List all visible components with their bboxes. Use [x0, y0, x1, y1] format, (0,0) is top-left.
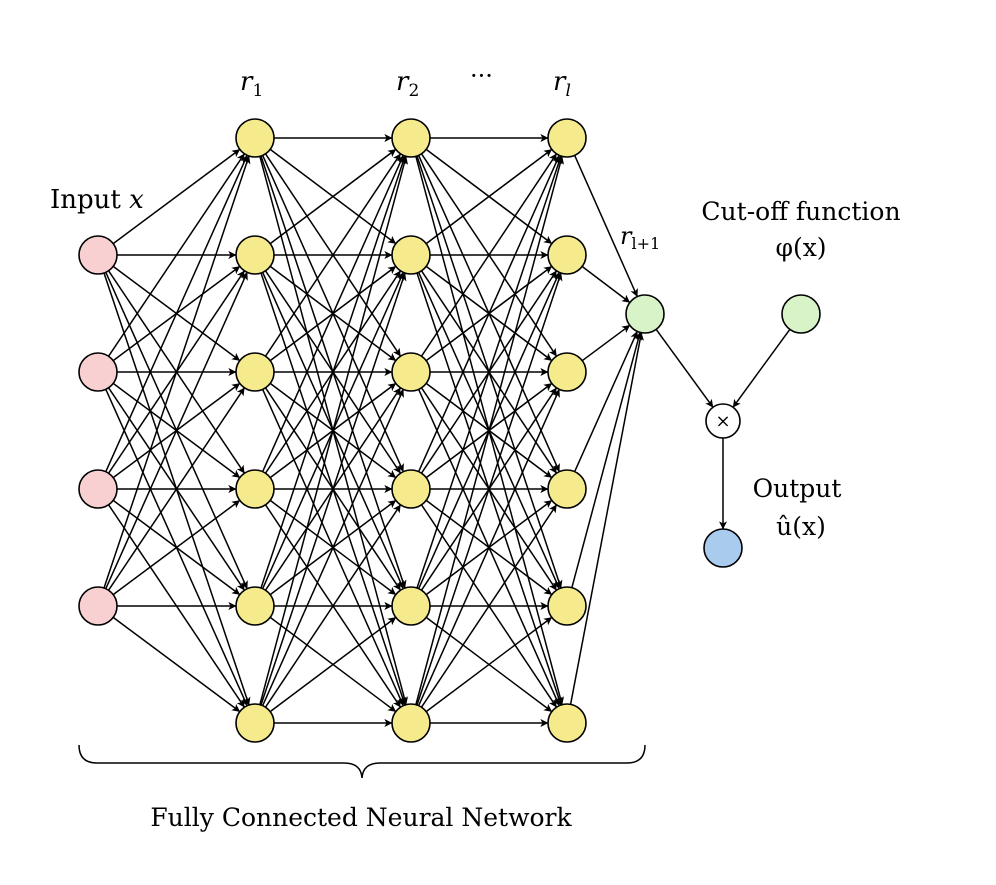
input-label: Input x: [50, 185, 144, 215]
edge-hidden-to-hidden: [259, 156, 409, 705]
hidden-node: [235, 118, 275, 158]
hidden-node: [391, 586, 431, 626]
edge-input-to-hidden: [107, 153, 246, 357]
edge-rl1-to-multiply: [655, 328, 714, 408]
layer-ellipsis: ···: [470, 62, 493, 90]
edge-hidden-to-hidden: [264, 153, 402, 357]
edge-input-to-hidden: [112, 616, 241, 713]
network-label: Fully Connected Neural Network: [150, 803, 572, 832]
edge-input-to-hidden: [105, 154, 248, 473]
edge-hidden-to-rl1: [581, 324, 631, 362]
edge-hidden-to-rl1: [571, 332, 643, 588]
hidden-node: [235, 352, 275, 392]
hidden-node: [391, 118, 431, 158]
multiply-node: [705, 403, 741, 439]
edge-hidden-to-hidden: [416, 155, 563, 589]
edge-hidden-to-hidden: [269, 616, 397, 713]
layer-l-label: rl: [553, 67, 571, 101]
edge-hidden-to-hidden: [418, 389, 560, 706]
edge-input-to-hidden: [103, 155, 251, 589]
input-node: [78, 586, 118, 626]
edge-hidden-to-rl1: [574, 331, 638, 472]
hidden-node: [547, 352, 587, 392]
edge-hidden-to-rl1: [569, 332, 644, 705]
hidden-node: [547, 469, 587, 509]
edge-input-to-hidden: [107, 387, 246, 591]
edge-input-to-hidden: [112, 499, 241, 596]
hidden-node: [391, 352, 431, 392]
edge-hidden-to-hidden: [264, 504, 402, 708]
cutoff-expression: φ(x): [775, 233, 826, 262]
hidden-node: [235, 235, 275, 275]
edge-cutoff-to-multiply: [732, 328, 791, 408]
edge-input-to-hidden: [112, 148, 241, 245]
output-node: [703, 528, 743, 568]
edge-hidden-to-hidden: [415, 156, 565, 705]
nodes: ×: [78, 118, 821, 743]
edge-hidden-to-hidden: [418, 155, 560, 472]
output-expression: û(x): [776, 512, 826, 541]
edge-hidden-to-hidden: [260, 155, 407, 589]
hidden-node: [235, 586, 275, 626]
hidden-node: [235, 469, 275, 509]
rl1-node: [625, 294, 665, 334]
edge-hidden-to-hidden: [262, 155, 404, 472]
input-node: [78, 235, 118, 275]
edge-hidden-to-rl1: [574, 155, 638, 297]
hidden-node: [547, 235, 587, 275]
edge-hidden-to-hidden: [425, 148, 553, 245]
layer-2-label: r2: [396, 67, 419, 101]
edge-hidden-to-hidden: [262, 389, 404, 706]
edge-hidden-to-rl1: [581, 265, 631, 304]
hidden-node: [391, 469, 431, 509]
cutoff-node: [781, 294, 821, 334]
connections: [103, 134, 791, 727]
hidden-node: [235, 703, 275, 743]
edge-hidden-to-hidden: [269, 148, 397, 245]
output-title: Output: [753, 474, 842, 503]
hidden-node: [391, 235, 431, 275]
edge-hidden-to-hidden: [416, 272, 563, 706]
network-brace: [78, 744, 646, 779]
layer-1-label: r1: [240, 67, 263, 101]
hidden-node: [547, 703, 587, 743]
input-node: [78, 352, 118, 392]
hidden-node: [547, 586, 587, 626]
hidden-node: [391, 703, 431, 743]
edge-hidden-to-hidden: [425, 616, 553, 713]
multiply-symbol: ×: [715, 411, 730, 432]
edge-hidden-to-hidden: [260, 272, 407, 706]
layer-l1-label: rl+1: [620, 222, 660, 253]
hidden-node: [547, 118, 587, 158]
edge-hidden-to-hidden: [420, 504, 558, 708]
input-node: [78, 469, 118, 509]
cutoff-title: Cut-off function: [701, 197, 900, 226]
edge-hidden-to-hidden: [420, 153, 558, 357]
edge-input-to-hidden: [105, 271, 248, 590]
